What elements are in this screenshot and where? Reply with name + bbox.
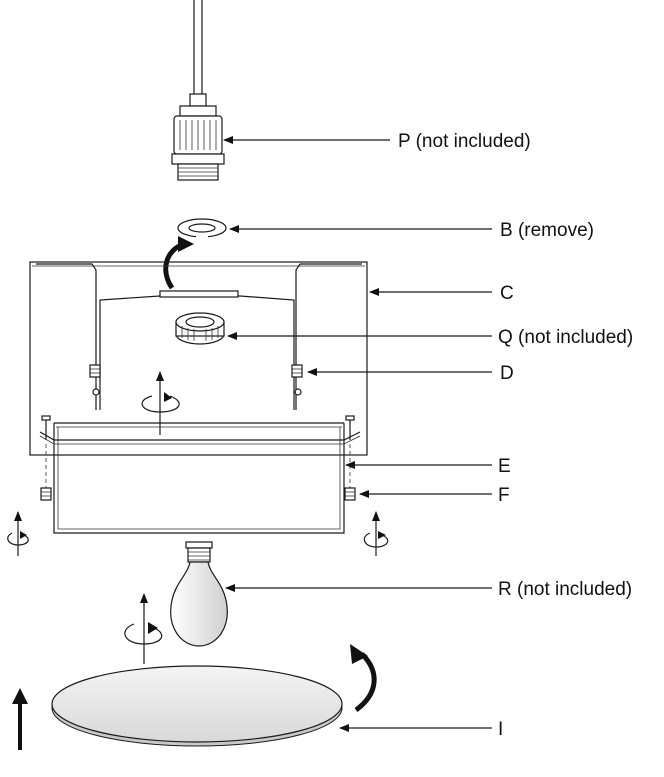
diffuser-disc-part-i xyxy=(51,665,343,747)
diffuser-frame-part-e xyxy=(39,415,361,534)
screw-part-d-right xyxy=(291,364,303,396)
rotate-install-arrow-icon-bulb xyxy=(124,593,163,664)
rotate-install-arrow-icon-right-nut xyxy=(363,511,389,556)
curved-lift-arrow-icon xyxy=(350,644,377,713)
rotate-install-arrow-icon-left-nut xyxy=(7,511,29,556)
label-c: C xyxy=(500,283,514,304)
up-arrow-icon xyxy=(12,688,28,750)
rotate-install-arrow-icon-shade xyxy=(141,371,180,435)
nut-part-f-right xyxy=(344,487,356,501)
shade-part-c xyxy=(29,261,368,456)
label-q: Q (not included) xyxy=(498,327,633,348)
ring-part-b xyxy=(177,218,227,239)
threaded-ring-part-q xyxy=(175,312,225,345)
nut-part-f-left xyxy=(40,487,52,501)
label-b: B (remove) xyxy=(500,220,594,241)
screw-part-d-left xyxy=(89,364,101,396)
label-f: F xyxy=(498,485,510,506)
label-e: E xyxy=(498,456,511,477)
label-r: R (not included) xyxy=(498,579,632,600)
label-d: D xyxy=(500,363,514,384)
light-bulb-part-r xyxy=(170,541,228,647)
label-p: P (not included) xyxy=(398,131,531,152)
label-i: I xyxy=(498,719,503,740)
lamp-socket-part-p xyxy=(171,0,225,181)
